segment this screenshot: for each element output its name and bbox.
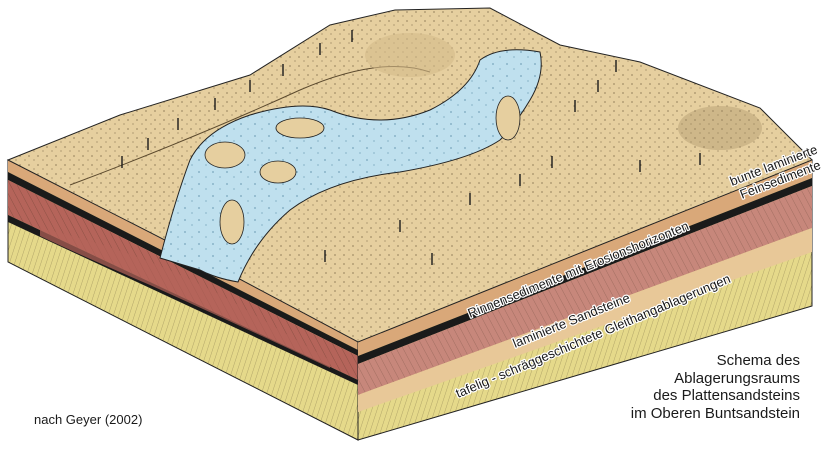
title-line: Schema des xyxy=(631,352,800,370)
hill-top xyxy=(365,33,455,77)
title-line: Ablagerungsraums xyxy=(631,370,800,388)
title-line: des Plattensandsteins xyxy=(631,387,800,405)
title-line: im Oberen Buntsandstein xyxy=(631,405,800,423)
source-credit: nach Geyer (2002) xyxy=(34,412,142,427)
sandbar xyxy=(260,161,296,183)
diagram-title: Schema des Ablagerungsraums des Plattens… xyxy=(631,352,800,422)
dune-hollow xyxy=(678,106,762,150)
sandbar xyxy=(220,200,244,244)
sandbar xyxy=(205,142,245,168)
sandbar xyxy=(276,118,324,138)
sandbar xyxy=(496,96,520,140)
